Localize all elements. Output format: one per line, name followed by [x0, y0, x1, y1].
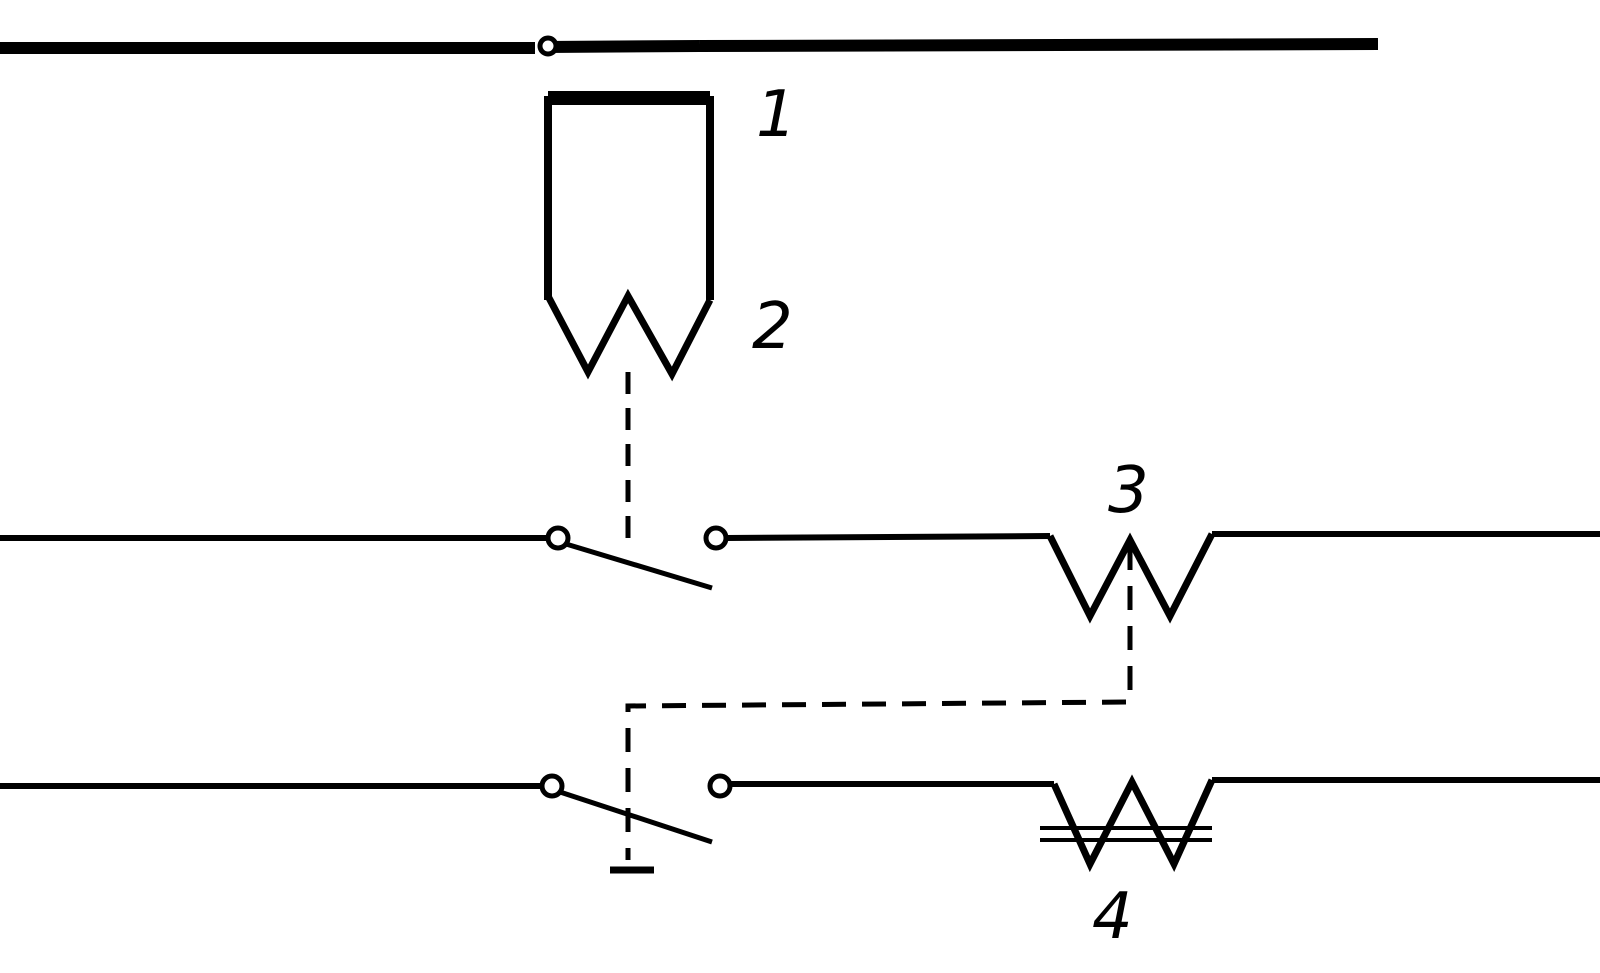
switch-1-terminal-left: [545, 525, 571, 551]
switch-1-terminal-right: [703, 525, 729, 551]
top-bus-contact-bridge: [544, 40, 701, 53]
label-3: 3: [1108, 454, 1149, 528]
coil-3-zigzag: [1046, 532, 1216, 624]
switch-2-terminal-right: [707, 773, 733, 799]
top-bus-terminal-left: [537, 35, 559, 57]
switch-2-terminal-left: [539, 773, 565, 799]
sensor-coil-element: [544, 91, 714, 382]
label-1: 1: [756, 78, 797, 152]
switch-1-blade: [565, 541, 713, 591]
coil-4-zigzag: [1050, 774, 1216, 873]
top-bus: [0, 35, 1379, 57]
middle-line-mid: [725, 533, 1051, 541]
label-2: 2: [752, 290, 793, 364]
conductor-loop: [544, 96, 714, 300]
switch-2-blade: [559, 789, 713, 845]
top-bus-line-right: [699, 38, 1379, 52]
bottom-circuit-line: [0, 773, 1600, 873]
label-4: 4: [1092, 880, 1133, 954]
coil-2-zigzag: [544, 288, 714, 382]
mechanical-link-coil3: [625, 546, 1133, 860]
middle-circuit-line: [0, 525, 1600, 624]
